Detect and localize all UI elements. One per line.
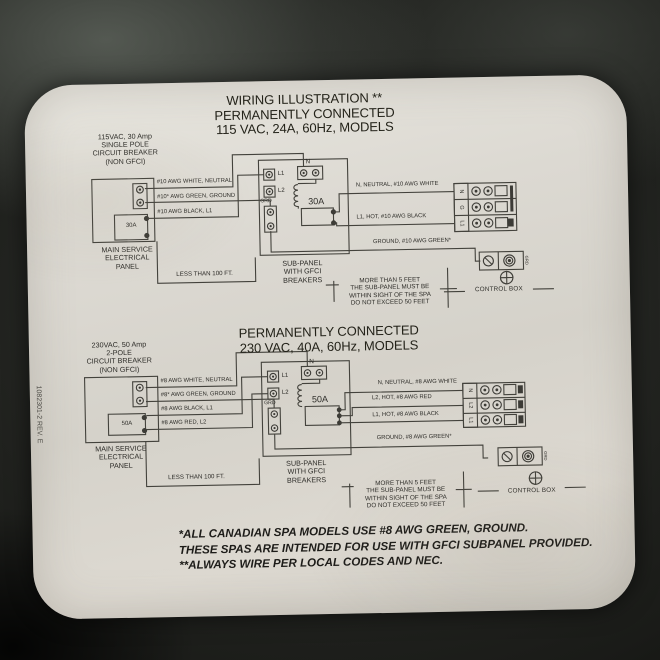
- d2-service-breaker-label: 230VAC, 50 Amp 2-POLE CIRCUIT BREAKER (N…: [64, 340, 175, 375]
- ground-symbol-icon: [528, 471, 543, 485]
- d2-terminal-l2: L2: [281, 389, 289, 396]
- d1-feed-wires: [144, 152, 305, 220]
- d1-terminal-block: [453, 181, 518, 233]
- d2-output-wire-label: L1, HOT, #8 AWG BLACK: [372, 410, 439, 419]
- d2-gfci-rating: 50A: [311, 394, 329, 405]
- d2-dimension-lines: [145, 441, 472, 508]
- d2-main-panel-box: [83, 375, 160, 444]
- d2-control-box-label: CONTROL BOX: [507, 486, 556, 495]
- d2-terminal-block: [462, 381, 527, 429]
- d1-control-box-label: CONTROL BOX: [474, 285, 523, 294]
- d2-terminal-n: N: [309, 358, 315, 366]
- screw-slot-icon: [484, 257, 493, 265]
- d2-control-box: [477, 446, 586, 492]
- coil-icon: [297, 384, 303, 408]
- d1-output-wires: [270, 191, 481, 262]
- d1-terminal-n: N: [305, 158, 311, 166]
- page-title: WIRING ILLUSTRATION ** PERMANENTLY CONNE…: [154, 90, 455, 139]
- panel-line: PANEL: [109, 460, 133, 471]
- d2-service-breaker-rating: 50A: [121, 420, 133, 428]
- d2-proximity-note: MORE THAN 5 FEET THE SUB-PANEL MUST BE W…: [352, 479, 461, 510]
- d2-grd-tag: GRD: [543, 451, 549, 461]
- d1-block-term: N: [458, 189, 465, 194]
- coil-icon: [293, 184, 299, 209]
- wiring-label: WIRING ILLUSTRATION ** PERMANENTLY CONNE…: [23, 74, 637, 620]
- d1-distance-note: LESS THAN 100 FT.: [176, 269, 233, 278]
- d1-neutral-to-coil: [297, 179, 317, 185]
- d1-service-breaker-label: 115VAC, 30 Amp SINGLE POLE CIRCUIT BREAK…: [65, 131, 186, 167]
- d2-block-term: N: [466, 388, 473, 393]
- d1-dimension-lines: [156, 241, 457, 308]
- part-code: 1082301-2 REV. E: [34, 385, 43, 444]
- d1-service-breaker-rating: 30A: [125, 222, 137, 229]
- d1-terminal-grd: GRD: [260, 198, 272, 205]
- d2-output-wire-label: L2, HOT, #8 AWG RED: [371, 394, 432, 402]
- d1-subpanel-box: [257, 158, 350, 256]
- d1-gfci-breaker-box: [300, 207, 335, 227]
- d1-main-panel-label: MAIN SERVICE ELECTRICAL PANEL: [87, 244, 167, 272]
- d2-main-panel-label: MAIN SERVICE ELECTRICAL PANEL: [81, 444, 161, 471]
- d2-subpanel-box: [260, 360, 352, 457]
- d1-grd-tag: GRD: [524, 255, 530, 265]
- panel-line: PANEL: [115, 261, 140, 271]
- d2-terminal-grd: GRD: [264, 400, 276, 407]
- d1-feed-wire-label: #10 AWG BLACK, L1: [157, 208, 213, 216]
- subpanel-line: BREAKERS: [283, 274, 323, 285]
- d1-block-term: L1: [458, 220, 465, 227]
- wiring-lines-svg: [83, 152, 586, 508]
- d2-block-term: L1: [467, 417, 474, 424]
- d1-subpanel-label: SUB-PANEL WITH GFCI BREAKERS: [262, 258, 342, 286]
- d1-main-panel-box: [91, 177, 156, 244]
- d2-feed-wire-label: #8 AWG BLACK, L1: [161, 405, 213, 413]
- d2-block-term: L2: [467, 402, 474, 409]
- d2-distance-note: LESS THAN 100 FT.: [168, 473, 225, 482]
- d2-feed-wire-label: #8 AWG RED, L2: [161, 419, 207, 427]
- ground-symbol-icon: [499, 270, 514, 285]
- d2-output-wires: [274, 389, 489, 459]
- footnotes: *ALL CANADIAN SPA MODELS USE #8 AWG GREE…: [178, 519, 593, 573]
- d2-subpanel-label: SUB-PANEL WITH GFCI BREAKERS: [266, 458, 346, 486]
- d1-block-term: G: [458, 205, 465, 210]
- d1-gfci-rating: 30A: [308, 196, 325, 207]
- d2-terminal-l1: L1: [281, 372, 289, 379]
- d1-terminal-l1: L1: [277, 170, 285, 177]
- d2-gfci-breaker-box: [304, 405, 341, 427]
- subpanel-line: BREAKERS: [286, 474, 327, 485]
- screw-slot-icon: [503, 452, 512, 461]
- d1-terminal-l2: L2: [277, 187, 285, 194]
- d1-proximity-note: MORE THAN 5 FEET THE SUB-PANEL MUST BE W…: [336, 276, 445, 307]
